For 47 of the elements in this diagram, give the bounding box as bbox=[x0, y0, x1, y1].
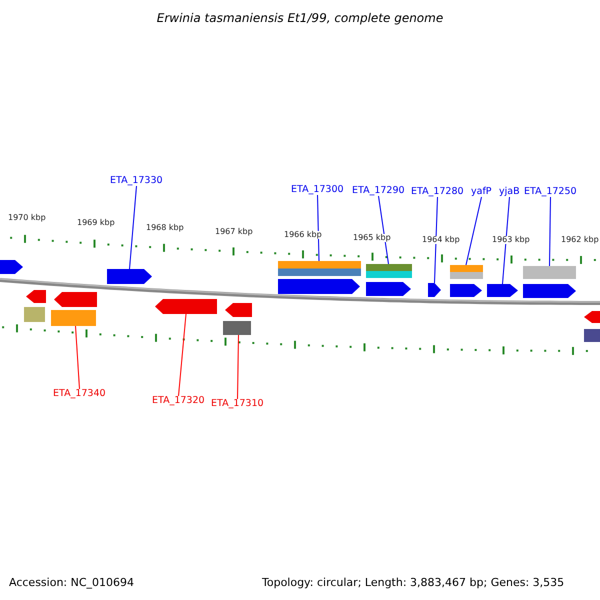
gene-label: ETA_17330 bbox=[110, 176, 163, 186]
gene-feature bbox=[26, 290, 46, 303]
leader-line bbox=[237, 334, 239, 400]
gene-label: ETA_17280 bbox=[411, 187, 464, 196]
footer-text: Accession: NC_010694 bbox=[9, 577, 134, 588]
leader-line bbox=[129, 186, 137, 270]
scale-label: 1964 kbp bbox=[422, 236, 460, 244]
gene-label: ETA_17310 bbox=[211, 399, 264, 408]
gene-label: ETA_17300 bbox=[291, 185, 344, 194]
gene-label: ETA_17290 bbox=[352, 186, 405, 196]
gene-feature bbox=[366, 264, 412, 296]
leader-line bbox=[434, 196, 438, 284]
gene-label: ETA_17340 bbox=[53, 389, 106, 398]
scale-label: 1963 kbp bbox=[492, 236, 530, 244]
gene-feature bbox=[584, 311, 600, 323]
leader-line bbox=[549, 196, 551, 266]
gene-feature bbox=[278, 261, 361, 294]
gene-feature bbox=[487, 284, 518, 297]
gene-feature bbox=[155, 299, 217, 314]
leader-line bbox=[317, 194, 320, 262]
gene-label: yjaB bbox=[499, 187, 520, 196]
footer-text: Topology: circular; Length: 3,883,467 bp; Genes: 3,535 bbox=[262, 577, 564, 588]
scale-label: 1965 kbp bbox=[353, 234, 391, 242]
gene-feature bbox=[450, 265, 483, 297]
scale-label: 1968 kbp bbox=[146, 224, 184, 232]
feature-bar bbox=[24, 307, 45, 322]
gene-feature bbox=[51, 292, 97, 326]
title: Erwinia tasmaniensis Et1/99, complete genome bbox=[156, 12, 444, 24]
gene-feature bbox=[107, 269, 152, 284]
leader-line bbox=[502, 196, 510, 284]
scale-label: 1969 kbp bbox=[77, 219, 115, 227]
gene-label: yafP bbox=[471, 187, 492, 196]
scale-label: 1966 kbp bbox=[284, 231, 322, 239]
leader-line bbox=[75, 326, 80, 390]
feature-bar bbox=[584, 329, 600, 342]
gene-feature bbox=[428, 283, 441, 297]
gene-feature bbox=[0, 260, 23, 274]
gene-label: ETA_17250 bbox=[524, 187, 577, 196]
gene-feature bbox=[523, 266, 576, 298]
scale-label: 1970 kbp bbox=[8, 214, 46, 222]
leader-line bbox=[378, 196, 389, 264]
leader-line bbox=[466, 196, 482, 266]
gene-label: ETA_17320 bbox=[152, 396, 205, 406]
scale-label: 1967 kbp bbox=[215, 228, 253, 236]
scale-label: 1962 kbp bbox=[561, 236, 599, 244]
leader-line bbox=[178, 314, 186, 396]
gene-feature bbox=[223, 303, 252, 335]
